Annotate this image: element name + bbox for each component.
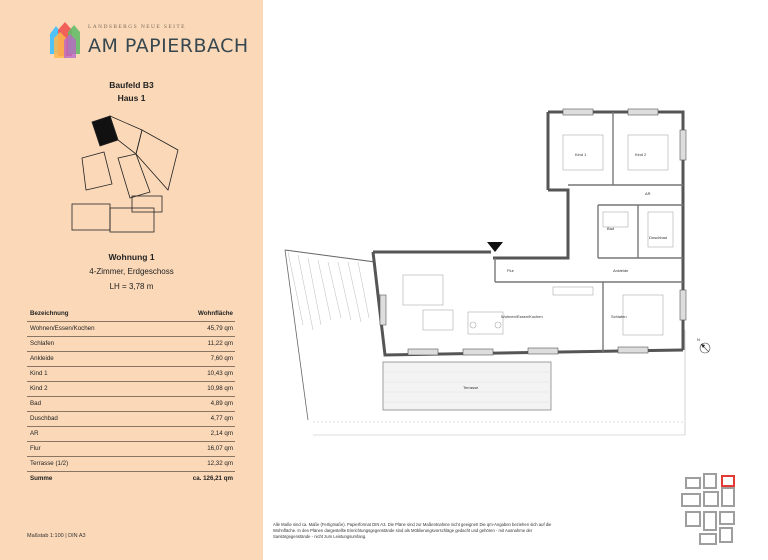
floor-plan-area: Kind 1 Kind 2 AR Bad Duschbad Ankleide F…: [263, 0, 768, 560]
entrance-arrow: [487, 242, 503, 252]
room-name: Kind 2: [27, 381, 152, 397]
scale-note: Maßstab 1:100 | DIN A3: [27, 533, 86, 539]
room-name: Kind 1: [27, 366, 152, 382]
room-name: Duschbad: [27, 411, 152, 427]
room-name: Schlafen: [27, 336, 152, 352]
label-ar: AR: [645, 191, 651, 196]
room-area: 10,98 qm: [151, 381, 235, 397]
brand-tagline: LANDSBERGS NEUE SEITE: [88, 24, 186, 30]
label-bad: Bad: [607, 226, 614, 231]
floor-plan: Kind 1 Kind 2 AR Bad Duschbad Ankleide F…: [284, 108, 711, 436]
label-schlafen: Schlafen: [611, 314, 627, 319]
room-name: Terrasse (1/2): [27, 456, 152, 472]
room-area: 4,77 qm: [151, 411, 235, 427]
label-kind2: Kind 2: [635, 152, 647, 157]
brand-title: AM PAPIERBACH: [88, 35, 249, 57]
room-area: 16,07 qm: [151, 441, 235, 457]
room-area: 4,89 qm: [151, 396, 235, 412]
footnote: Alle Maße sind ca. Maße (Fertigmaße). Pa…: [273, 522, 552, 539]
label-terrasse: Terrasse: [463, 385, 479, 390]
building-field: Baufeld B3: [109, 80, 154, 90]
apartment-ceiling-height: LH = 3,78 m: [109, 282, 154, 291]
site-plan-diagram: [71, 115, 179, 233]
total-area: ca. 126,21 qm: [192, 475, 233, 483]
label-duschbad: Duschbad: [649, 235, 667, 240]
room-area: 7,60 qm: [151, 351, 235, 367]
room-area: 45,79 qm: [151, 321, 235, 337]
houses-logo-icon: [50, 22, 80, 58]
room-name: Ankleide: [27, 351, 152, 367]
room-name: Bad: [27, 396, 152, 412]
room-area: 11,22 qm: [151, 336, 235, 352]
header-area: Wohnfläche: [151, 307, 235, 322]
brand-logo: LANDSBERGS NEUE SEITE AM PAPIERBACH: [48, 20, 248, 64]
apartment-rooms: 4-Zimmer, Erdgeschoss: [89, 267, 174, 276]
label-kind1: Kind 1: [575, 152, 587, 157]
room-area: 12,32 qm: [151, 456, 235, 472]
label-flur: Flur: [507, 268, 515, 273]
label-ankleide: Ankleide: [613, 268, 629, 273]
north-arrow-icon: N: [697, 337, 711, 354]
north-label: N: [697, 337, 700, 342]
table-row: Terrasse (1/2)12,32 qm: [27, 456, 235, 472]
total-name: Summe: [30, 475, 53, 483]
table-total-row: Summe ca. 126,21 qm: [27, 472, 235, 487]
area-table: Bezeichnung Wohnfläche Wohnen/Essen/Koch…: [27, 307, 235, 487]
apartment-name: Wohnung 1: [108, 252, 155, 262]
terrace-hatching: [287, 251, 370, 331]
table-header-row: Bezeichnung Wohnfläche: [27, 307, 235, 322]
room-area: 10,43 qm: [151, 366, 235, 382]
room-name: Flur: [27, 441, 152, 457]
building-house: Haus 1: [117, 93, 146, 103]
room-name: Wohnen/Essen/Kochen: [27, 321, 152, 337]
header-name: Bezeichnung: [27, 307, 152, 322]
info-panel: LANDSBERGS NEUE SEITE AM PAPIERBACH Bauf…: [0, 0, 263, 560]
room-area: 2,14 qm: [151, 426, 235, 442]
label-wohnen: Wohnen/Essen/Kochen: [501, 314, 543, 319]
room-name: AR: [27, 426, 152, 442]
city-map-locator: [681, 473, 735, 545]
